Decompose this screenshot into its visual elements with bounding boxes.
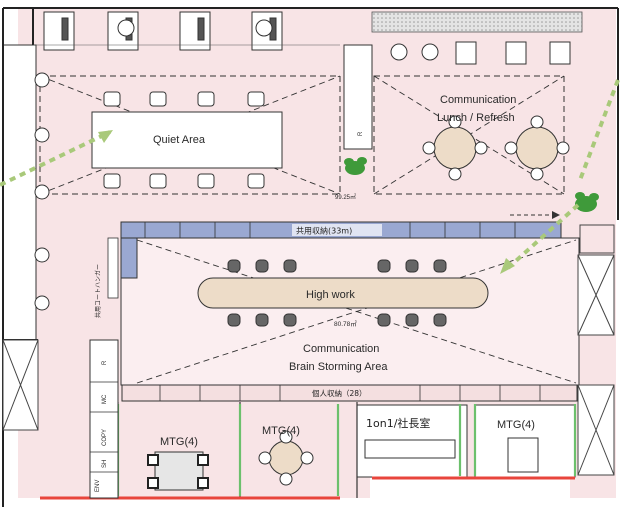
shared-storage-label-bg [292,224,382,236]
mtg-center-chairs [258,430,314,486]
wall-storage-column [343,44,373,150]
brainstorm-label-line1: Communication [303,343,379,355]
r-label-left: R [102,360,108,365]
highwork-diagonal-2 [136,239,577,384]
high-work-stools [227,259,447,327]
high-work-zone [120,237,580,386]
mtg-left-chairs [147,454,209,489]
mtg-left-label: MTG(4) [160,436,198,448]
workstation-chairs [117,19,273,37]
bottom-white-area [370,478,570,507]
plant-icon [344,157,599,212]
quiet-area-label: Quiet Area [153,134,206,146]
mtg-right-table [507,437,539,473]
mtg-center-table [268,440,304,476]
personal-storage-dividers [159,385,541,401]
lunch-stools [390,41,571,65]
personal-storage-bar [121,384,578,402]
entry-arrow-head [552,211,560,219]
kitchen-counter [371,11,583,33]
one-on-one-label: 1on1/社長室 [366,416,430,430]
mc-label: MC [102,394,108,404]
mtg-left-table [154,451,204,491]
high-work-table [197,277,489,309]
shared-storage-side [120,237,138,279]
service-dividers [90,381,118,473]
storage-dividers [144,222,516,238]
window-pillars [2,224,615,476]
arrow-heads [98,130,515,274]
shared-storage-label: 共用収納(33m) [296,226,352,236]
lunch-chairs [422,115,570,181]
r-label-upper: R [358,131,364,136]
mtg-right-label: MTG(4) [497,419,535,431]
quiet-area-size: 99.25㎡ [335,193,356,201]
high-work-label: High work [306,289,355,301]
copy-label: COPY [102,429,108,446]
brainstorm-label-line2: Brain Storming Area [289,361,388,373]
quiet-area-chairs [103,91,265,189]
personal-storage-label: 個人収納（28） [312,388,367,398]
left-wall-strip [2,44,37,341]
coat-hanger-label: 共用コートハンガー [94,264,102,318]
circulation-arrows [0,79,620,270]
env-label: ENV [95,480,101,492]
one-on-one-desk [364,439,456,459]
high-work-size: 80.78㎡ [334,319,357,328]
sh-label: SH [102,460,108,468]
quiet-area-boundary [39,75,341,195]
quiet-area-table [91,111,283,169]
mtg-center-label: MTG(4) [262,425,300,437]
lunch-label-line2: Lunch / Refresh [437,112,515,124]
lunch-label-line1: Communication [440,94,516,106]
left-wall-chairs [34,72,50,311]
coat-hanger [107,237,119,299]
lunch-area-boundary [373,75,565,195]
